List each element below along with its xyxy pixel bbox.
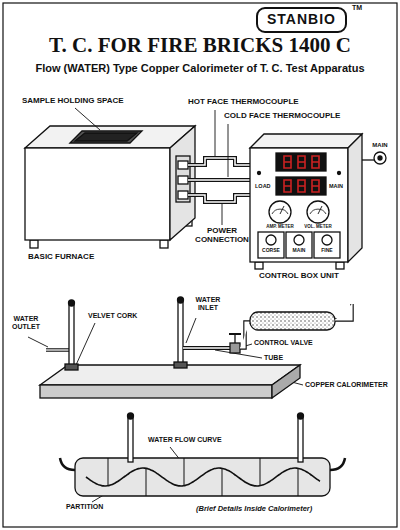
meter-label: AMP. METER bbox=[266, 225, 294, 230]
leader-lines bbox=[28, 108, 303, 502]
panel-label: LOAD bbox=[255, 183, 271, 189]
calorimeter-section bbox=[60, 413, 345, 496]
trademark: TM bbox=[352, 4, 362, 12]
brand-name: STANBIO bbox=[267, 12, 336, 27]
brand-box: STANBIO bbox=[256, 7, 347, 33]
part-label: VELVET CORK bbox=[88, 312, 137, 320]
part-label: WATER OUTLET bbox=[6, 315, 46, 330]
part-label: POWER CONNECTION bbox=[194, 227, 250, 245]
part-label: PARTITION bbox=[66, 503, 103, 511]
control-box bbox=[250, 134, 386, 269]
subtitle: Flow (WATER) Type Copper Calorimeter of … bbox=[35, 62, 364, 74]
basic-furnace bbox=[25, 126, 195, 248]
page-frame bbox=[3, 3, 397, 527]
partition-lines bbox=[108, 458, 298, 496]
part-label: CONTROL VALVE bbox=[254, 339, 313, 347]
part-label: COPPER CALORIMETER bbox=[305, 381, 388, 389]
knob-label: CORSE bbox=[262, 248, 280, 254]
switch-label: MAIN bbox=[372, 142, 387, 149]
note: (Brief Details Inside Calorimeter) bbox=[196, 505, 312, 513]
part-label: CONTROL BOX UNIT bbox=[259, 272, 339, 281]
connection-wires bbox=[188, 158, 250, 202]
knob-label: MAIN bbox=[293, 248, 306, 254]
knob-label: FINE bbox=[321, 248, 332, 254]
title: T. C. FOR FIRE BRICKS 1400 C bbox=[49, 34, 351, 57]
part-label: SAMPLE HOLDING SPACE bbox=[22, 97, 124, 106]
part-label: HOT FACE THERMOCOUPLE bbox=[188, 98, 299, 107]
part-label: TUBE bbox=[264, 354, 283, 362]
water-flow-curve bbox=[86, 468, 320, 486]
panel-label: MAIN bbox=[329, 183, 343, 189]
display-segments bbox=[284, 156, 319, 192]
meter-label: VOL. METER bbox=[304, 225, 332, 230]
part-label: WATER INLET bbox=[190, 296, 226, 311]
part-label: COLD FACE THERMOCOUPLE bbox=[224, 112, 340, 121]
part-label: WATER FLOW CURVE bbox=[148, 436, 222, 444]
part-label: BASIC FURNACE bbox=[28, 253, 94, 262]
